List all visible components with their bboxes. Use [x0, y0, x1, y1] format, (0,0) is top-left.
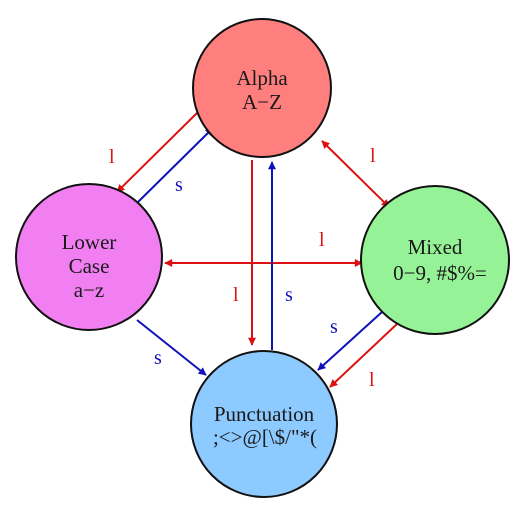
node-punct-circle [190, 350, 338, 498]
node-lower-case: Lower Case a−z [15, 183, 163, 331]
node-lower-circle [15, 183, 163, 331]
node-mixed-label-line2: 0−9, #$%= [393, 261, 487, 285]
edge-label-punct-to-alpha: s [285, 284, 293, 306]
edge-label-mixed-to-punct-latch: l [369, 369, 375, 391]
node-alpha-label-line1: Alpha [236, 66, 288, 90]
node-lower-label-line2: Case [69, 254, 110, 278]
edge-lower-to-punct-shift [136, 319, 207, 376]
node-alpha-label-line2: A−Z [242, 90, 282, 114]
node-alpha-circle [192, 18, 332, 158]
edge-labels: l s l l l s s s l [109, 145, 376, 391]
node-lower-label-line1: Lower [62, 230, 117, 254]
edge-label-lower-to-punct: s [154, 347, 162, 369]
edge-label-lower-mixed: l [319, 229, 325, 251]
node-mixed-circle [360, 185, 510, 335]
edge-label-alpha-mixed: l [370, 145, 376, 167]
node-mixed: Mixed 0−9, #$%= [360, 185, 510, 335]
edge-lower-to-alpha-shift [136, 127, 214, 204]
edge-alpha-to-lower-latch [116, 112, 198, 193]
edge-label-mixed-to-punct-shift: s [330, 316, 338, 338]
node-punct-label-line1: Punctuation [214, 402, 315, 426]
node-lower-label-line3: a−z [74, 278, 105, 302]
edge-label-lower-to-alpha: s [175, 174, 183, 196]
edge-mixed-to-punct-shift [317, 311, 383, 371]
edge-label-alpha-to-punct: l [233, 284, 239, 306]
edge-label-alpha-to-lower: l [109, 146, 115, 168]
edge-mixed-to-punct-latch [329, 323, 398, 388]
node-punctuation: Punctuation ;<>@[\$/"*( [190, 350, 338, 498]
edges [116, 112, 398, 388]
node-punct-label-line2: ;<>@[\$/"*( [213, 425, 317, 449]
node-mixed-label-line1: Mixed [408, 235, 463, 259]
node-alpha: Alpha A−Z [192, 18, 332, 158]
edge-alpha-mixed-latch [321, 140, 390, 208]
